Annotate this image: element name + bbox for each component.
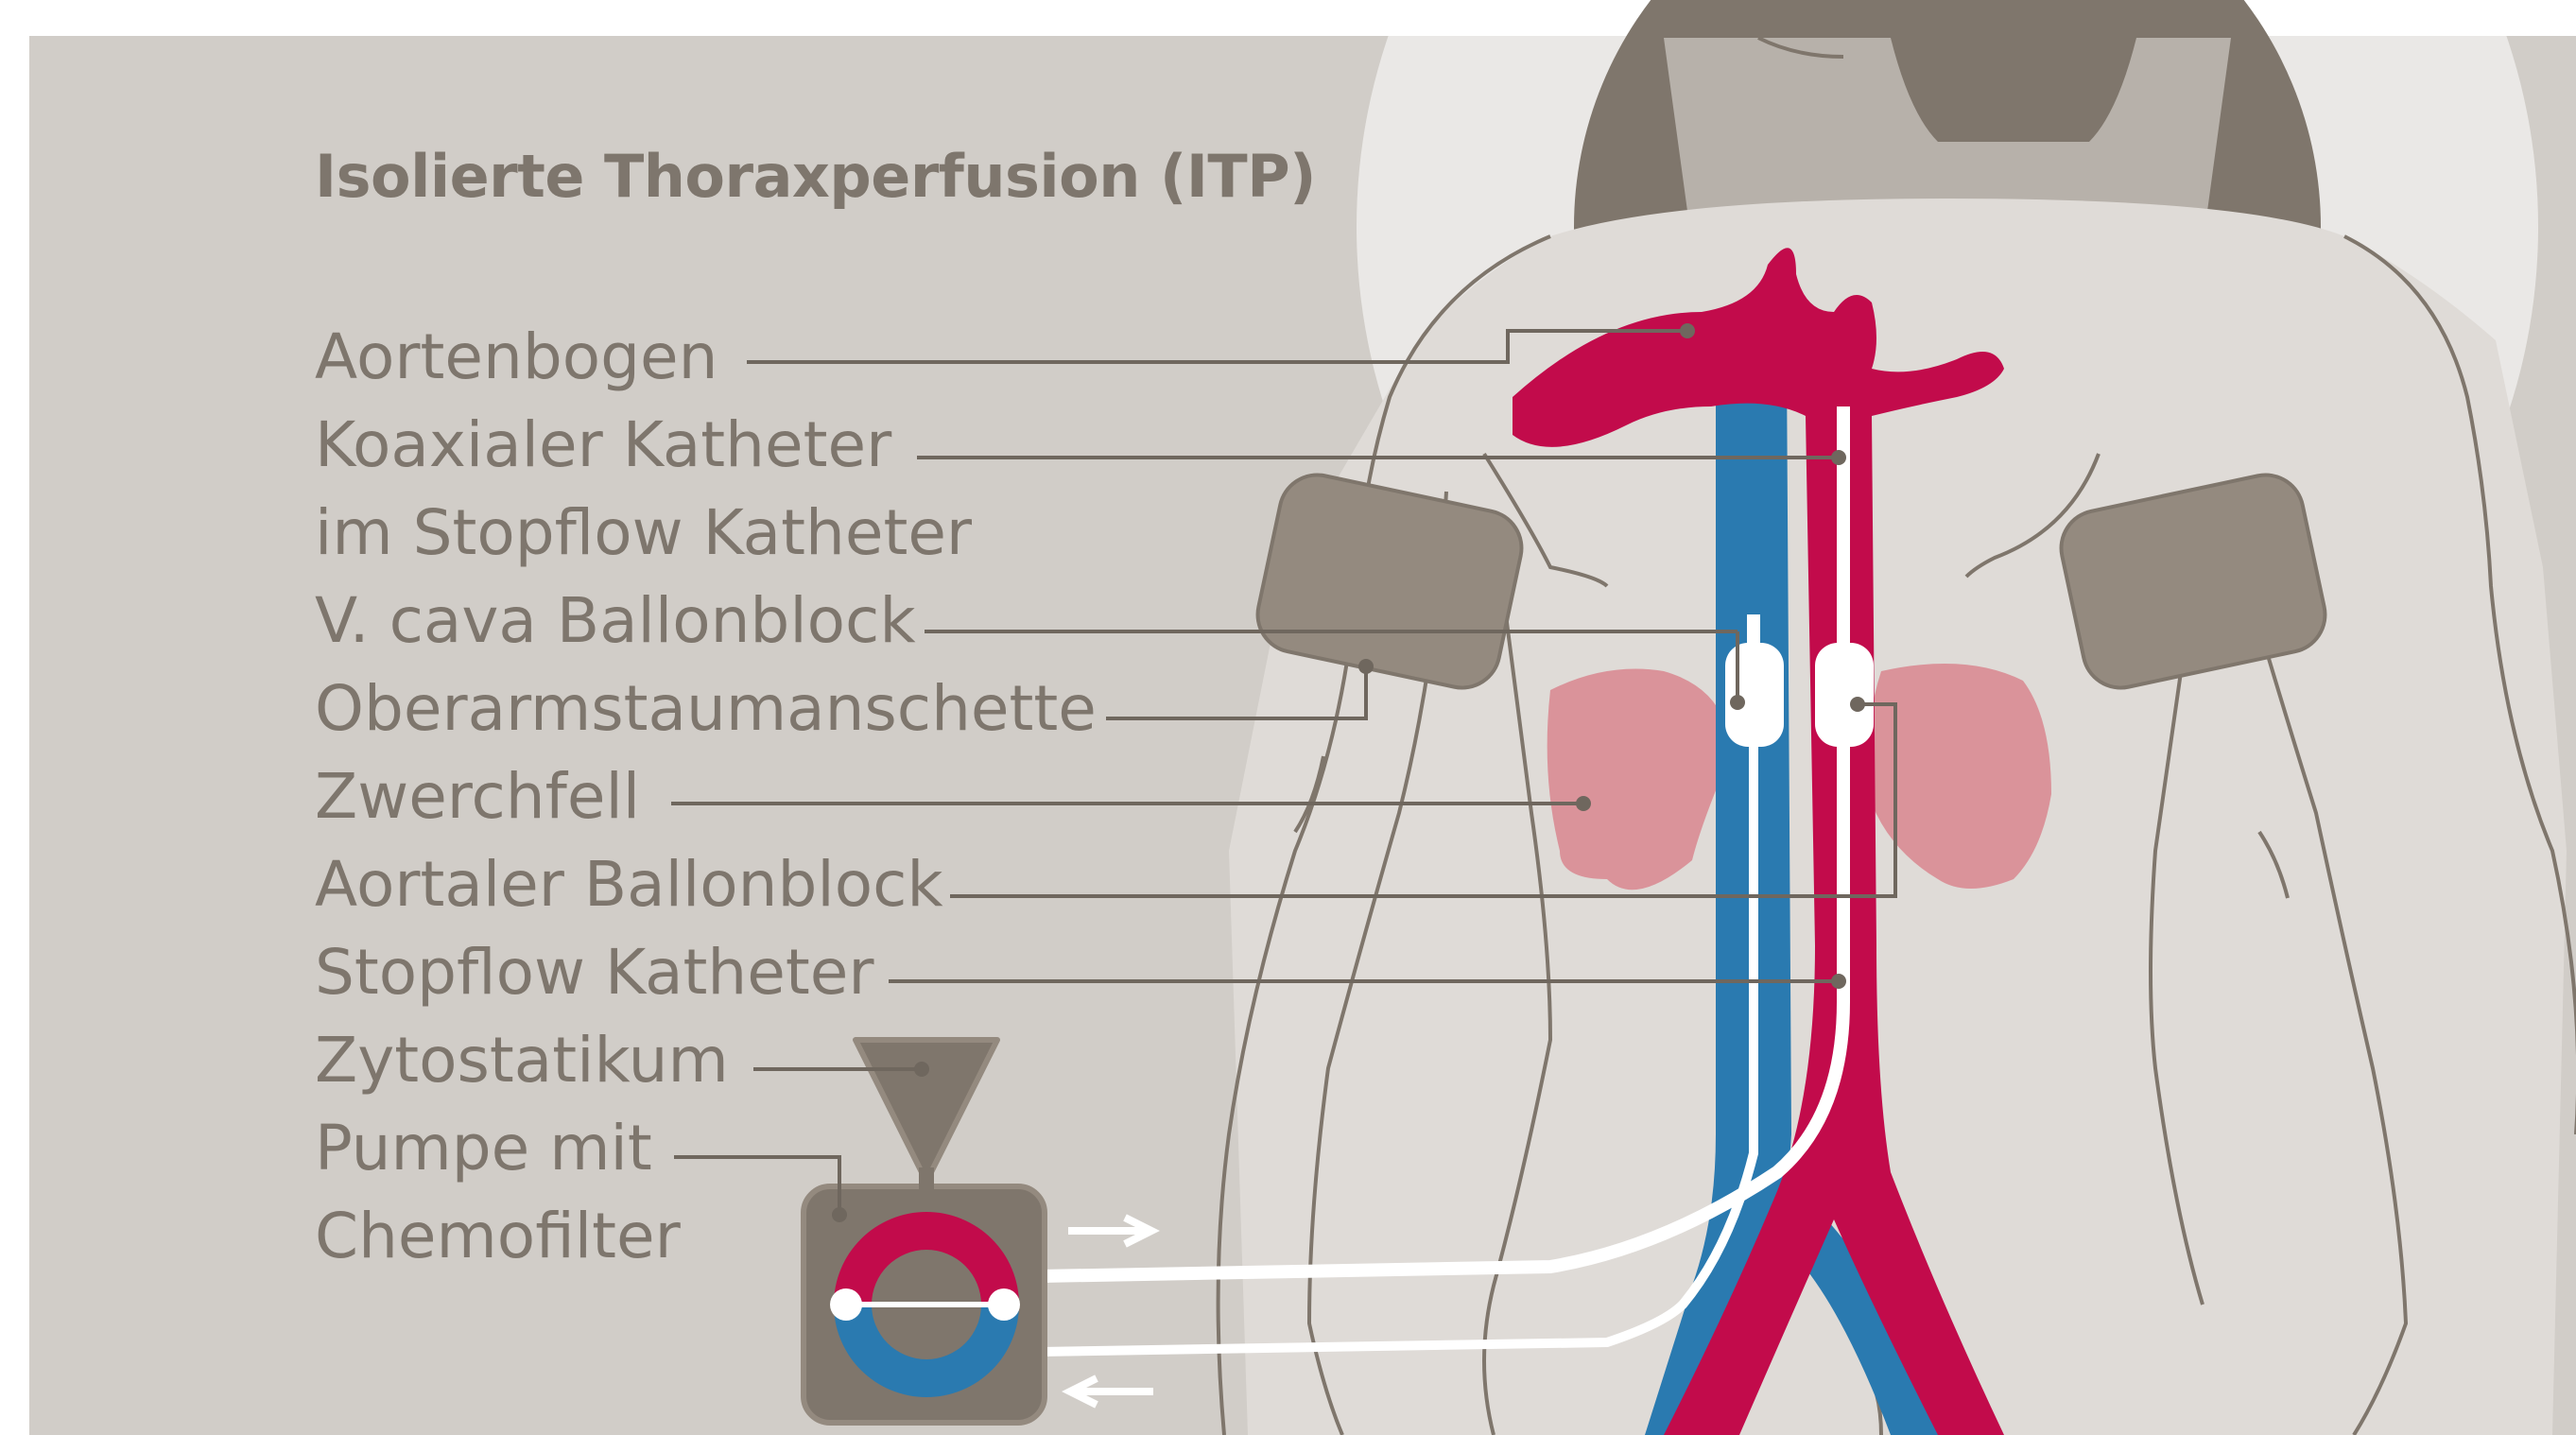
label-oberarmstaumanschette: Oberarmstaumanschette: [315, 678, 1097, 740]
dot-zytostatikum: [914, 1062, 929, 1077]
label-pumpe-mit: Pumpe mit: [315, 1117, 652, 1180]
diagram-title: Isolierte Thoraxperfusion (ITP): [315, 142, 1316, 211]
dot-zwerchfell: [1576, 796, 1591, 811]
dot-aortaler: [1850, 697, 1865, 712]
drug-funnel: [856, 1040, 997, 1172]
label-stopflow-katheter: Stopflow Katheter: [315, 942, 873, 1004]
label-im-stopflow-katheter: im Stopflow Katheter: [315, 502, 972, 564]
label-chemofilter: Chemofilter: [315, 1205, 681, 1268]
flow-arrow-left: [1070, 1378, 1153, 1405]
label-koaxialer-katheter: Koaxialer Katheter: [315, 414, 891, 476]
label-aortaler-ballonblock: Aortaler Ballonblock: [315, 854, 943, 916]
funnel-neck: [919, 1167, 934, 1191]
vcava-balloon: [1725, 643, 1784, 747]
pump-rotor-right: [988, 1288, 1020, 1321]
dot-stopflow: [1831, 974, 1846, 989]
label-zytostatikum: Zytostatikum: [315, 1029, 729, 1092]
label-zwerchfell: Zwerchfell: [315, 766, 640, 828]
dot-pumpe: [832, 1207, 847, 1222]
label-aortenbogen: Aortenbogen: [315, 326, 717, 389]
flow-arrow-right: [1068, 1218, 1151, 1244]
dot-aortenbogen: [1680, 323, 1695, 338]
vcava-balloon-stem: [1747, 614, 1760, 652]
label-vcava-ballonblock: V. cava Ballonblock: [315, 590, 916, 652]
dot-koaxialer: [1831, 450, 1846, 465]
aortal-balloon: [1815, 643, 1874, 747]
dot-oberarm: [1358, 659, 1374, 674]
pump-rotor-left: [830, 1288, 862, 1321]
